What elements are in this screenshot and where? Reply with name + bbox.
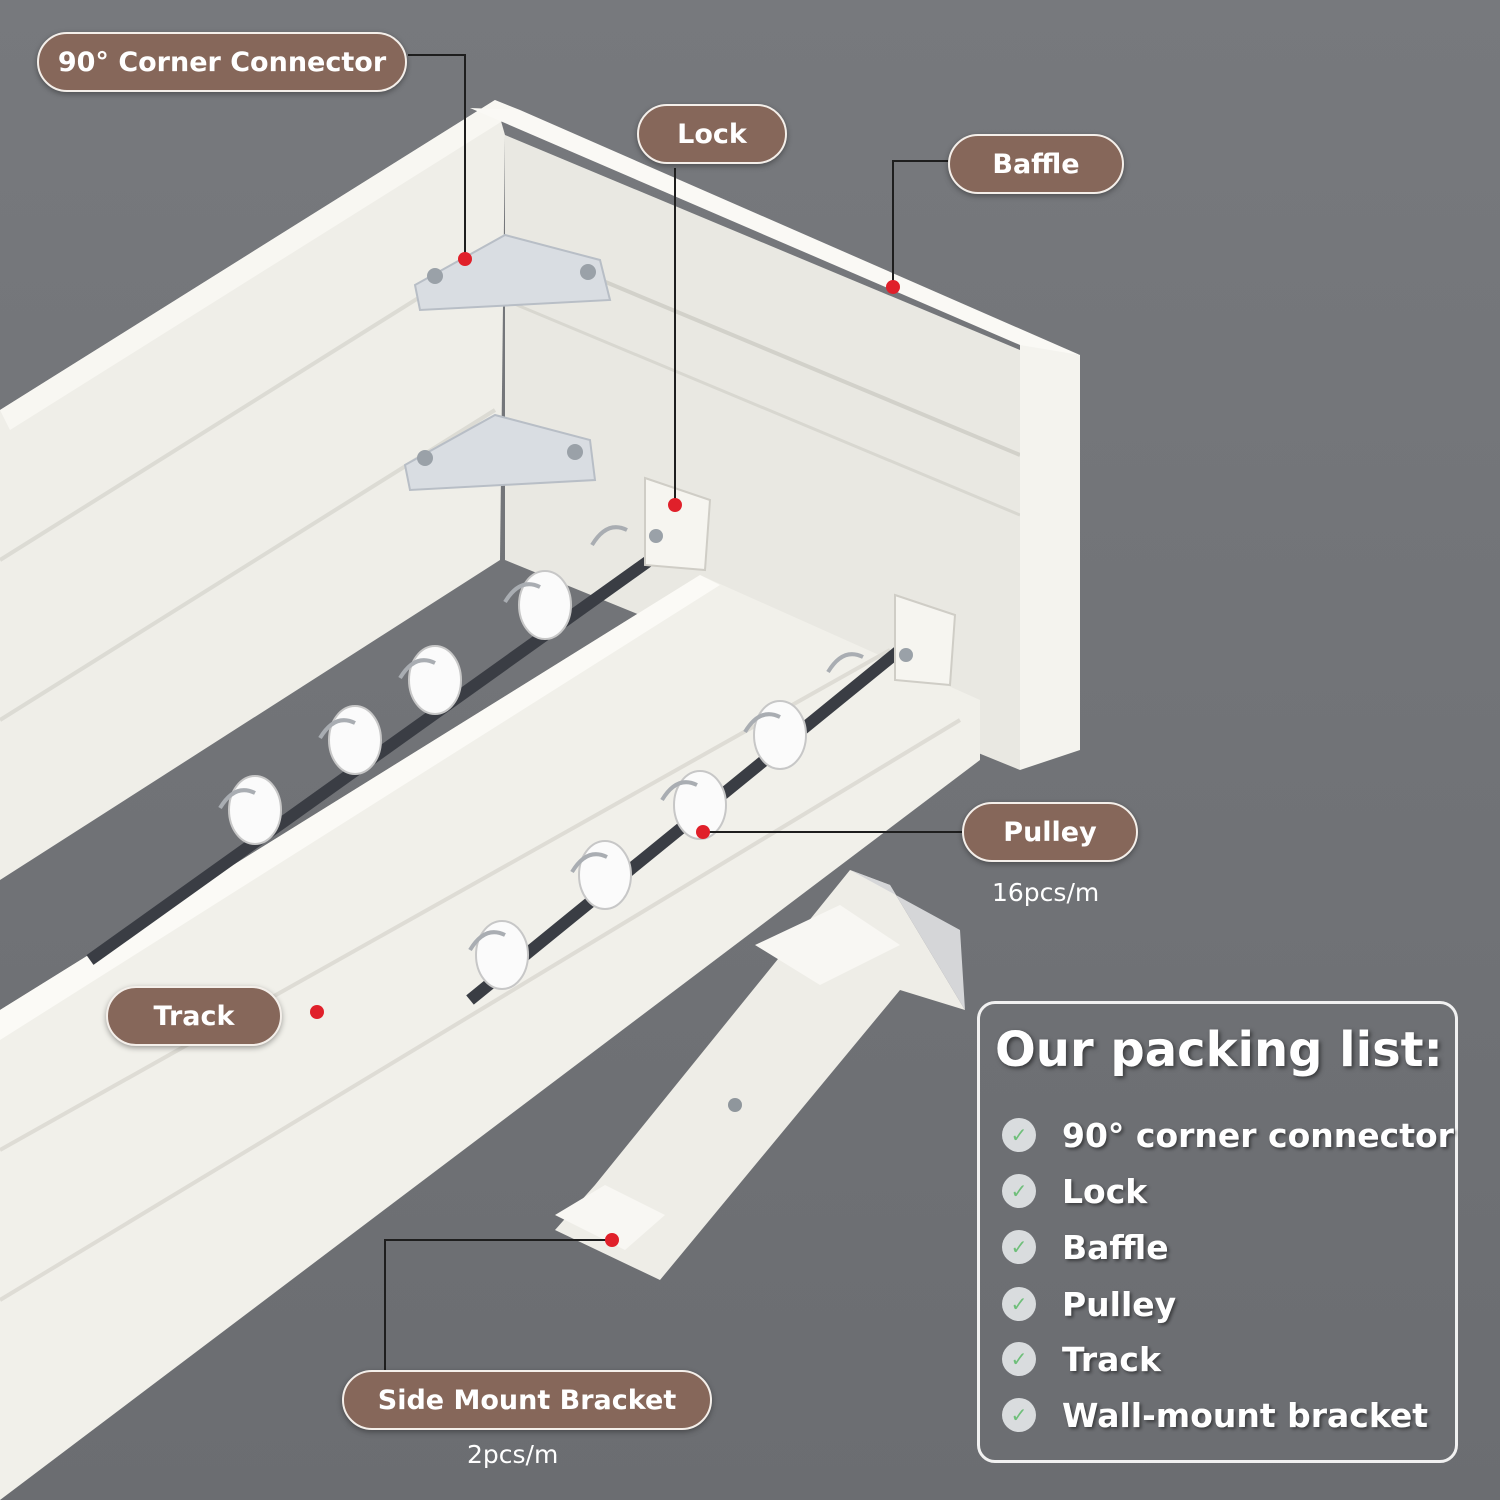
baffle-box	[0, 100, 1080, 880]
check-circle-icon: ✓	[1002, 1287, 1036, 1321]
packing-list-item: ✓ Lock	[1002, 1168, 1147, 1214]
label-corner-connector: 90° Corner Connector	[37, 32, 407, 92]
check-circle-icon: ✓	[1002, 1174, 1036, 1208]
label-baffle: Baffle	[948, 134, 1124, 194]
label-track: Track	[106, 986, 282, 1046]
packing-list-item-label: Track	[1062, 1339, 1161, 1379]
marker-corner-connector	[458, 252, 472, 266]
marker-bracket	[605, 1233, 619, 1247]
packing-list-item: ✓ Pulley	[1002, 1281, 1176, 1327]
packing-list-item: ✓ 90° corner connector	[1002, 1112, 1454, 1158]
packing-list-item: ✓ Wall-mount bracket	[1002, 1392, 1428, 1438]
check-circle-icon: ✓	[1002, 1118, 1036, 1152]
marker-baffle	[886, 280, 900, 294]
pulley-quantity: 16pcs/m	[992, 878, 1100, 907]
packing-list-item-label: Lock	[1062, 1171, 1148, 1211]
packing-list-item: ✓ Baffle	[1002, 1224, 1169, 1270]
label-pulley: Pulley	[962, 802, 1138, 862]
marker-track	[310, 1005, 324, 1019]
packing-list-item-label: Pulley	[1062, 1284, 1177, 1324]
pulley-wheels	[218, 525, 864, 990]
leader-bracket	[384, 1239, 612, 1370]
packing-list-item-label: Baffle	[1062, 1227, 1169, 1267]
leader-corner-connector	[408, 54, 466, 258]
label-side-mount-bracket: Side Mount Bracket	[342, 1370, 712, 1430]
bracket-quantity: 2pcs/m	[467, 1440, 559, 1469]
marker-lock	[668, 498, 682, 512]
side-mount-bracket	[555, 870, 965, 1280]
marker-dots	[310, 252, 900, 1247]
packing-list-item-label: 90° corner connector	[1062, 1115, 1454, 1155]
leader-baffle	[892, 160, 948, 287]
check-circle-icon: ✓	[1002, 1230, 1036, 1264]
packing-list-item: ✓ Track	[1002, 1336, 1161, 1382]
corner-connector-plates	[403, 233, 612, 492]
packing-list-title: Our packing list:	[995, 1022, 1443, 1078]
lock-blocks	[644, 476, 957, 687]
packing-list-panel: Our packing list: ✓ 90° corner connector…	[977, 1001, 1458, 1463]
leader-lines	[384, 54, 962, 1370]
check-circle-icon: ✓	[1002, 1342, 1036, 1376]
check-circle-icon: ✓	[1002, 1398, 1036, 1432]
packing-list-item-label: Wall-mount bracket	[1062, 1395, 1429, 1435]
marker-pulley	[696, 825, 710, 839]
label-lock: Lock	[637, 104, 787, 164]
